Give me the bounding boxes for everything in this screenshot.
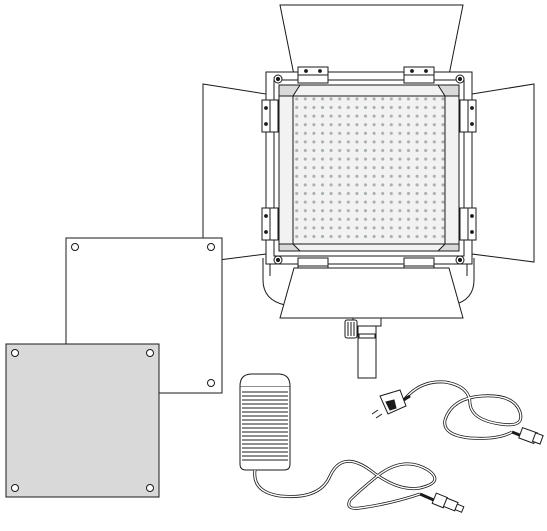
barn-door-left	[202, 83, 267, 263]
ac-power-cord	[371, 380, 544, 445]
adapter-cable-wrap	[242, 391, 288, 461]
led-panel	[202, 4, 535, 379]
barn-door-top	[279, 4, 464, 76]
schuko-plug	[371, 389, 407, 419]
dc-plug	[431, 492, 465, 513]
barn-door-right	[471, 83, 535, 263]
iec-plug	[518, 426, 544, 445]
diffuser-gray	[5, 343, 160, 498]
barn-door-bottom	[279, 267, 464, 319]
stand-pole	[344, 317, 382, 379]
power-adapter	[239, 373, 465, 513]
led-array	[292, 95, 446, 245]
